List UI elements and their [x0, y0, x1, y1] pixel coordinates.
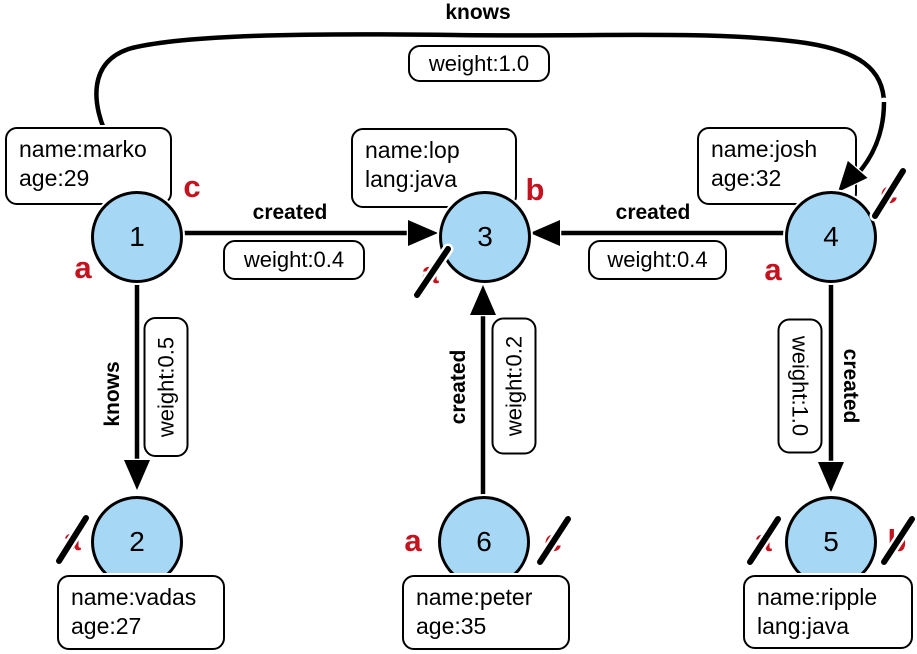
weight-box-1-3: weight:0.4 [223, 240, 365, 280]
step-marker-a-v6: a [404, 523, 422, 558]
property-line: age:27 [71, 613, 142, 639]
vertex-1: 1 [91, 191, 183, 283]
edge-label-created-1-3: created [252, 201, 328, 224]
weight-box-4-5: weight:1.0 [777, 318, 823, 454]
vertex-id: 3 [477, 221, 493, 252]
edge-label-created-4-3: created [615, 201, 691, 224]
property-line: name:josh [711, 136, 818, 162]
property-line: lang:java [757, 613, 850, 639]
property-line: age:32 [711, 165, 782, 191]
property-line: age:29 [19, 165, 90, 191]
step-marker-a-v3: a [421, 255, 439, 290]
arrowhead-6-3 [468, 281, 498, 317]
step-marker-a-v1: a [74, 250, 92, 285]
vertex-4: 4 [785, 191, 877, 283]
property-line: name:lop [365, 137, 460, 163]
vertex-id: 5 [823, 526, 839, 557]
vertex-6: 6 [438, 496, 530, 588]
property-line: lang:java [365, 166, 458, 192]
vertex-id: 6 [476, 526, 492, 557]
property-line: name:peter [416, 584, 533, 610]
property-line: name:ripple [757, 584, 878, 610]
step-marker-c-v1: c [183, 169, 201, 204]
edge-label-knows-1-2: knows [101, 361, 124, 427]
weight-box-knows-1-4: weight:1.0 [408, 45, 550, 82]
arrowhead-1-2 [122, 458, 152, 494]
arrowhead-4-5 [816, 460, 846, 496]
arrowhead-4-3 [526, 218, 562, 248]
step-marker-b-v5: b [887, 523, 907, 558]
property-box-vadas: name:vadas age:27 [57, 575, 225, 650]
weight-box-4-3: weight:0.4 [588, 240, 727, 280]
step-marker-c-v6: c [544, 523, 562, 558]
weight-box-6-3: weight:0.2 [491, 317, 537, 455]
edge-label-knows-1-4: knows [445, 1, 511, 24]
edge-label-created-4-5: created [839, 348, 862, 424]
property-box-ripple: name:ripple lang:java [743, 575, 913, 649]
step-marker-a-v2: a [63, 522, 81, 557]
vertex-id: 1 [129, 221, 145, 252]
arrowhead-1-3 [406, 218, 442, 248]
property-line: name:marko [19, 136, 147, 162]
property-box-peter: name:peter age:35 [402, 575, 570, 650]
vertex-id: 2 [129, 526, 145, 557]
edge-label-created-6-3: created [447, 349, 470, 425]
property-line: name:vadas [71, 584, 197, 610]
weight-box-1-2: weight:0.5 [143, 317, 189, 457]
step-marker-a-v4: a [764, 252, 782, 287]
vertex-3: 3 [439, 191, 531, 283]
vertex-id: 4 [823, 221, 839, 252]
step-marker-a-v5: a [754, 523, 772, 558]
property-line: age:35 [416, 613, 487, 639]
step-marker-b-v3: b [525, 172, 545, 207]
step-marker-c-v4: c [880, 175, 898, 210]
